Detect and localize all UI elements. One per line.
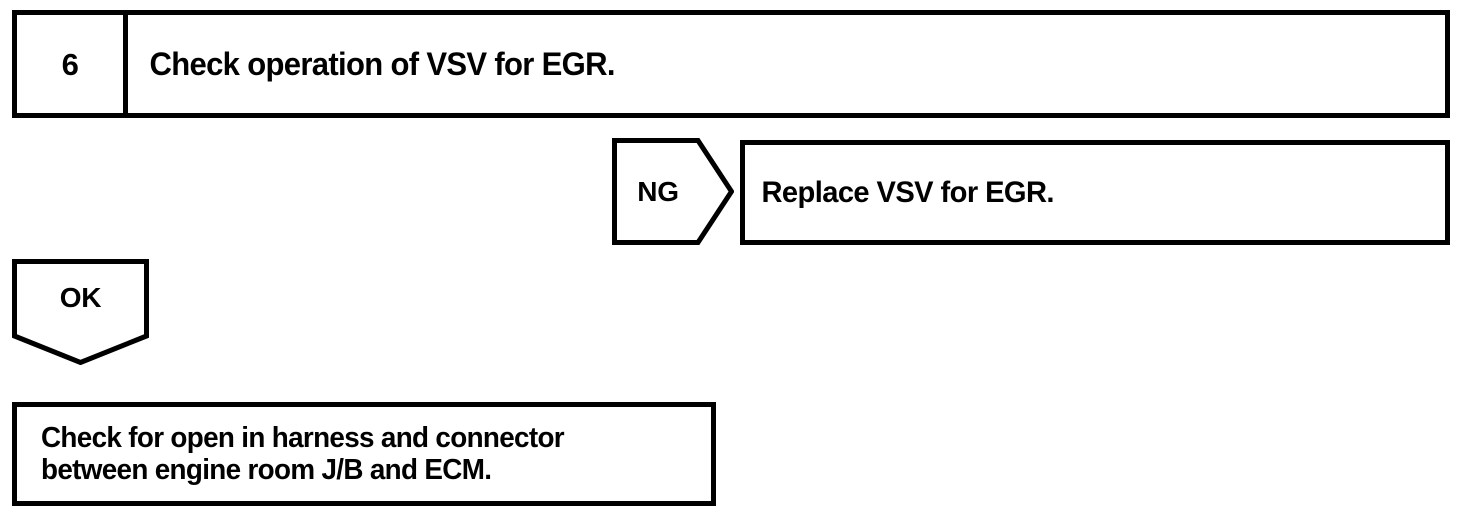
- step-header-box: 6 Check operation of VSV for EGR.: [12, 10, 1450, 118]
- ok-branch-pentagon: OK: [12, 259, 149, 365]
- step-number: 6: [61, 46, 79, 82]
- step-instruction-text: Check operation of VSV for EGR.: [149, 46, 615, 82]
- ng-action-text: Replace VSV for EGR.: [761, 175, 1054, 209]
- pentagon-right-icon: [612, 138, 734, 245]
- ok-action-text-line-2: between engine room J/B and ECM.: [41, 454, 492, 486]
- ok-action-box: Check for open in harness and connector …: [12, 402, 716, 506]
- ng-branch-pentagon: NG: [612, 138, 734, 245]
- pentagon-down-icon: [12, 259, 149, 365]
- ok-branch-label: OK: [59, 282, 102, 313]
- ng-branch-label: NG: [637, 175, 679, 207]
- step-number-cell: 6: [17, 15, 128, 113]
- ok-action-text-line-1: Check for open in harness and connector: [41, 422, 565, 454]
- step-instruction-cell: Check operation of VSV for EGR.: [133, 15, 1445, 113]
- ng-action-box: Replace VSV for EGR.: [740, 140, 1450, 245]
